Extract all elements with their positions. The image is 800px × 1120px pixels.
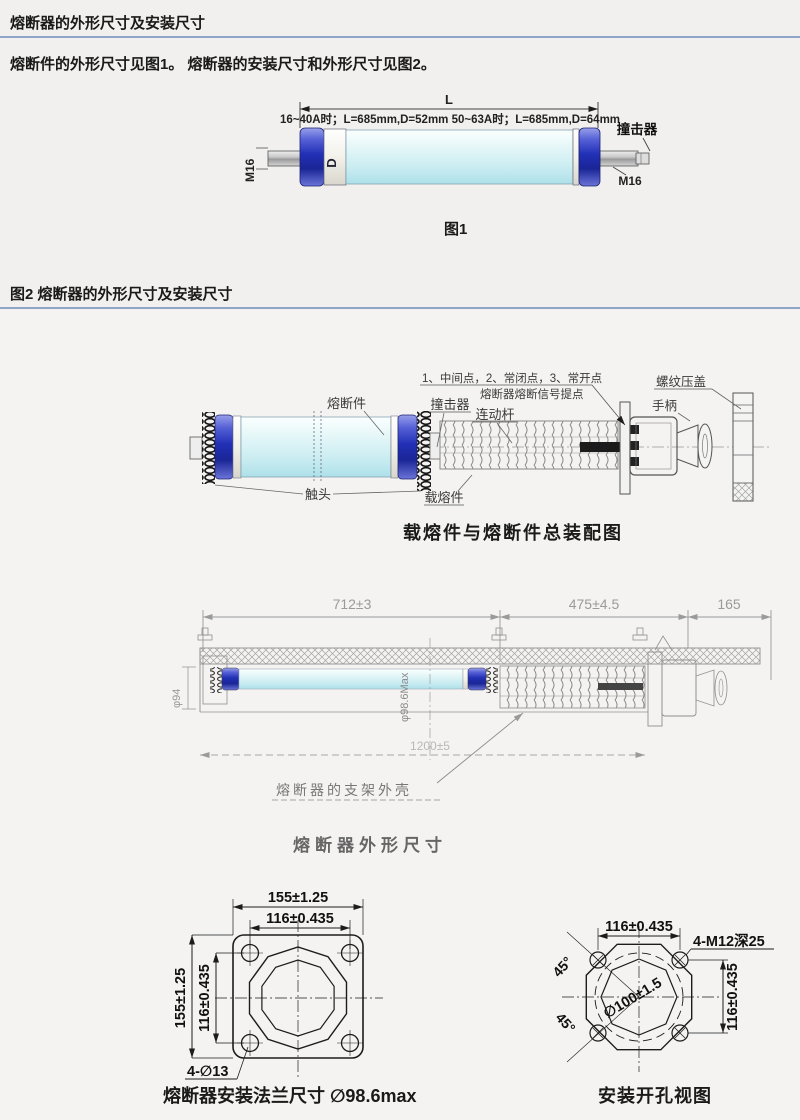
flange-drawing: 155±1.25 116±0.435 155±1.25 116±0.435 4-…: [173, 890, 383, 1080]
dr-top-dim: 116±0.435: [605, 919, 673, 935]
fl-plate: [215, 920, 383, 1077]
fig1-right-cap: [578, 127, 601, 187]
asm-labels: 1、中间点，2、常闭点，3、常开点 熔断器熔断信号提点 熔断件 撞击器 连动杆 …: [214, 372, 742, 506]
asm-carrier-label: 载熔件: [424, 490, 463, 505]
drill-caption: 安装开孔视图: [598, 1086, 712, 1106]
fig1-dimension-L: [299, 102, 599, 128]
section2-divider: [0, 307, 800, 309]
fl-holes-label: 4-∅13: [187, 1064, 228, 1080]
out-screws: [197, 627, 648, 641]
asm-handle-label: 手柄: [652, 399, 677, 413]
fl-top-outer-dim: 155±1.25: [268, 890, 328, 906]
out-right-cap: [467, 667, 487, 691]
asm-panel: [619, 401, 631, 495]
fig1-left-cap: [299, 127, 325, 187]
out-end-box: [661, 659, 697, 717]
out-body: [182, 627, 761, 760]
out-note-leader: [436, 712, 524, 784]
dr-holes-label: 4-M12深25: [693, 932, 765, 950]
fig1-L-label: L: [445, 92, 453, 107]
fig1-right-pin: [599, 150, 639, 167]
dr-outer-polygon: [585, 943, 693, 1051]
asm-tube: [240, 416, 392, 478]
asm-link-rod-label: 连动杆: [475, 407, 514, 422]
asm-linkage: [429, 392, 754, 502]
assembly-caption: 载熔件与熔断件总装配图: [403, 523, 623, 543]
out-hatch-strip: [199, 647, 761, 665]
top-divider: [0, 36, 800, 38]
dr-inner-polygon: [600, 958, 678, 1036]
out-d94: φ94: [171, 689, 183, 708]
dr-holes-leader: [685, 948, 692, 956]
dr-circle-dim: ∅100±1.5: [601, 975, 665, 1022]
asm-fuse-element-label: 熔断件: [327, 396, 366, 411]
out-tube: [238, 668, 464, 690]
asm-left-cap: [214, 414, 234, 480]
out-right-spring: [486, 667, 498, 693]
drill-view-drawing: 116±0.435 4-M12深25 116±0.435 ∅100±1.5 45…: [549, 919, 774, 1072]
flange-caption: 熔断器安装法兰尺寸 ∅98.6max: [163, 1086, 417, 1106]
fl-left-inner-dim: 116±0.435: [197, 964, 213, 1032]
fig1-striker-leader: [642, 137, 651, 152]
fig1-right-ring: [572, 128, 580, 186]
fl-left-outer-dim: 155±1.25: [173, 968, 189, 1028]
fl-top-inner-dim: 116±0.435: [266, 911, 334, 927]
figure2-outline-drawing: 712±3 475±4.5 165: [171, 596, 772, 801]
fig1-fuse-body: [256, 127, 650, 187]
asm-note1: 1、中间点，2、常闭点，3、常开点: [422, 372, 602, 385]
figure2-assembly-drawing: 1、中间点，2、常闭点，3、常开点 熔断器熔断信号提点 熔断件 撞击器 连动杆 …: [189, 372, 772, 506]
figure1-fuse-drawing: L 16~40A时；L=685mm,D=52mm 50~63A时；L=685mm…: [243, 92, 658, 188]
fig1-striker-tip: [635, 152, 650, 165]
outline-caption: 熔断器外形尺寸: [293, 836, 447, 855]
asm-fuse: [189, 411, 431, 491]
out-d986: φ98.6Max: [399, 672, 411, 722]
fig1-spec-text: 16~40A时；L=685mm,D=52mm 50~63A时；L=685mm,D…: [280, 112, 620, 126]
dr-dimension-lines: [597, 928, 728, 1034]
figure1-caption: 图1: [444, 221, 468, 238]
out-left-spring: [210, 667, 222, 693]
out-dim1: 712±3: [333, 596, 372, 612]
fig1-tube: [345, 129, 574, 185]
dr-right-dim: 116±0.435: [725, 963, 741, 1031]
fig1-m16r-leader: [612, 166, 627, 176]
asm-right-spring: [417, 411, 431, 491]
fl-dimension-lines: [189, 899, 364, 1059]
out-dim3: 165: [717, 596, 741, 612]
asm-contact-label: 触头: [305, 487, 331, 502]
out-left-cap: [221, 667, 240, 691]
fig1-left-pin: [267, 150, 303, 167]
asm-knob: [697, 423, 713, 469]
fl-inner-polygon: [261, 959, 335, 1037]
fl-holes-leader: [236, 1046, 249, 1080]
fig1-left-ring: [323, 128, 347, 186]
out-dimensions: [202, 610, 772, 680]
asm-striker-label: 撞击器: [430, 397, 469, 412]
dr-angle-bottom: 45°: [553, 1009, 579, 1035]
fig1-striker-label: 撞击器: [617, 121, 658, 137]
asm-gland-label: 螺纹压盖: [656, 375, 706, 389]
asm-right-cap: [397, 414, 418, 480]
asm-dark-rod: [580, 442, 622, 452]
out-dim2: 475±4.5: [569, 596, 620, 612]
fig1-M16-right: M16: [618, 174, 642, 188]
out-knob: [714, 670, 728, 706]
dr-shape: [562, 926, 720, 1072]
out-bottom-dim: 1200±5: [410, 739, 450, 753]
fig1-M16-left: M16: [243, 158, 257, 182]
out-bracket-note: 熔断器的支架外壳: [276, 782, 412, 798]
asm-note2: 熔断器熔断信号提点: [480, 387, 584, 401]
fig1-D-label: D: [324, 158, 339, 167]
section2-title: 图2 熔断器的外形尺寸及安装尺寸: [10, 286, 233, 303]
page-title: 熔断器的外形尺寸及安装尺寸: [10, 15, 206, 32]
dr-angle-top: 45°: [549, 953, 575, 979]
fl-outer-polygon: [248, 946, 348, 1050]
asm-left-spring: [202, 412, 215, 484]
intro-text: 熔断件的外形尺寸见图1。 熔断器的安装尺寸和外形尺寸见图2。: [10, 56, 436, 73]
